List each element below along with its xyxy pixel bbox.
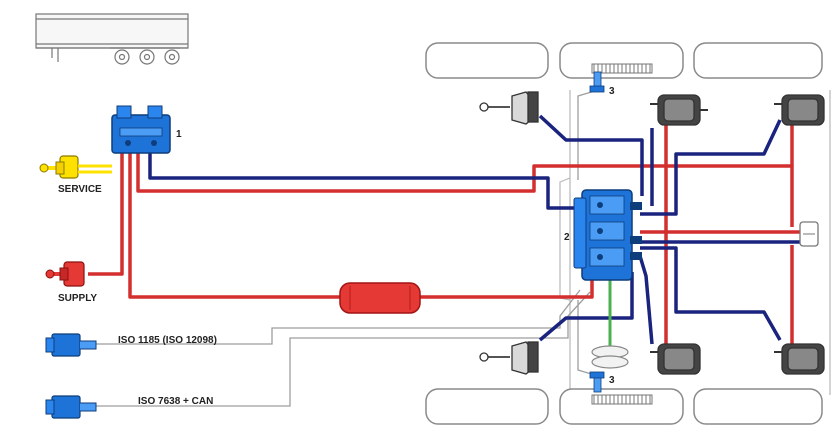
valve-to-modulator-control [148, 152, 592, 210]
tire-rear-right [693, 388, 823, 425]
brake-chamber-rear-right [774, 343, 825, 375]
sensor-ring-bottom [591, 394, 653, 405]
service-label: SERVICE [58, 184, 102, 195]
wheel-speed-sensor-top [589, 71, 605, 93]
pressure-valve-icon [799, 221, 819, 247]
electrical-connector-icon [45, 333, 97, 357]
bottom-middle-chamber-line [638, 255, 654, 345]
bottom-left-chamber-line [538, 272, 634, 342]
iso-1185-cable [96, 289, 581, 345]
brake-chamber-rear-left [479, 341, 539, 375]
tire-rear-middle [559, 388, 684, 425]
trailer-control-valve-icon [111, 105, 171, 154]
brake-chamber-front-left [479, 91, 539, 125]
trailer-icon [35, 13, 189, 65]
modulator-number-label: 2 [564, 232, 570, 243]
tire-front-left [425, 42, 549, 79]
top-left-chamber-line [538, 114, 644, 196]
tank-body [339, 282, 421, 314]
tire-rear-left [425, 388, 549, 425]
iso-7638-label: ISO 7638 + CAN [138, 396, 213, 407]
top-right-chamber-line [640, 119, 782, 216]
electrical-connector-icon-2 [45, 395, 97, 419]
wheel-speed-sensor-bottom [589, 371, 605, 393]
wheel-speed-sensor-icon [589, 71, 605, 393]
supply-label: SUPPLY [58, 293, 97, 304]
brake-chamber-front-middle [650, 94, 708, 126]
brake-chamber-icon [479, 91, 825, 375]
brake-chamber-front-right [774, 94, 825, 126]
tank-to-modulator-line [420, 268, 594, 299]
service-lines [148, 114, 800, 345]
brake-chamber-rear-middle [650, 343, 701, 375]
yellow-coupling-head-icon [39, 155, 112, 179]
ebs-modulator-icon [573, 189, 642, 281]
supply-coupling-line [88, 152, 124, 276]
red-coupling-head-icon [45, 261, 85, 287]
iso-1185-label: ISO 1185 (ISO 12098) [118, 335, 217, 346]
iso-7638-cable [96, 291, 591, 407]
tire-front-right [693, 42, 823, 79]
supply-to-tank-line [128, 152, 340, 299]
air-bellows-icon [591, 345, 629, 369]
sensor-number-label-top: 3 [609, 86, 615, 97]
sensor-number-label-bottom: 3 [609, 375, 615, 386]
supply-to-modulator-line [136, 152, 794, 227]
bottom-right-chamber-line [640, 246, 782, 341]
supply-lines [88, 125, 808, 352]
sensor-ring-top [591, 63, 653, 74]
valve-number-label: 1 [176, 129, 182, 140]
air-reservoir-icon [339, 282, 421, 314]
